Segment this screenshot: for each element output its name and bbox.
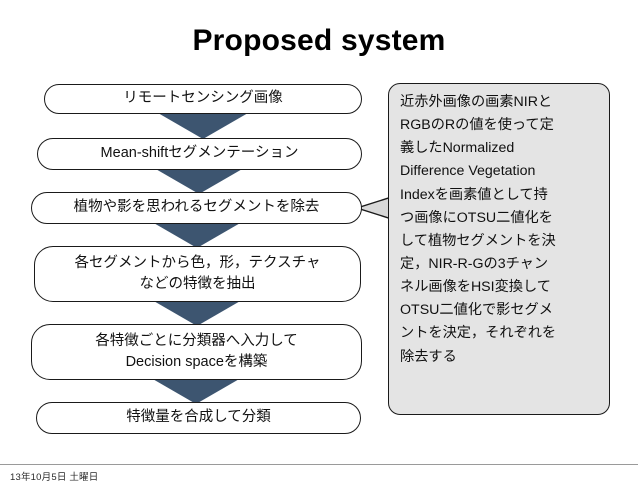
footer-date: 13年10月5日 土曜日 [10, 472, 99, 483]
flow-arrow-4 [152, 300, 242, 326]
note-line: ントを決定，それぞれを [400, 325, 557, 342]
flow-arrow-1 [158, 113, 248, 139]
footer-divider [0, 464, 638, 465]
flow-arrow-3 [152, 222, 242, 248]
flow-step-5: 各特徴ごとに分類器へ入力して Decision spaceを構築 [31, 324, 362, 380]
note-line: 近赤外画像の画素NIRと [400, 94, 553, 110]
flow-step-2-label: Mean-shiftセグメンテーション [100, 145, 299, 162]
flow-step-5-label: 各特徴ごとに分類器へ入力して Decision spaceを構築 [95, 332, 298, 370]
flow-step-3-label: 植物や影を思われるセグメントを除去 [73, 199, 320, 216]
note-line: して植物セグメントを決 [400, 232, 556, 249]
flow-step-2: Mean-shiftセグメンテーション [37, 138, 362, 170]
note-line: 除去する [400, 348, 457, 365]
flow-step-1-label: リモートセンシング画像 [123, 90, 283, 107]
flow-step-4: 各セグメントから色，形，テクスチャ などの特徴を抽出 [34, 246, 361, 302]
flow-step-6: 特徴量を合成して分類 [36, 402, 361, 434]
note-line: RGBのRの値を使って定 [400, 117, 554, 134]
note-line: つ画像にOTSU二値化を [400, 209, 553, 226]
flow-step-3: 植物や影を思われるセグメントを除去 [31, 192, 362, 224]
note-line: 義したNormalized [400, 140, 515, 157]
flow-arrow-2 [154, 168, 244, 194]
flow-step-4-label: 各セグメントから色，形，テクスチャ などの特徴を抽出 [74, 254, 321, 292]
note-line: Difference Vegetation [400, 163, 536, 180]
page-title: Proposed system [192, 24, 446, 57]
note-line: ネル画像をHSI変換して [400, 279, 551, 296]
flow-arrow-5 [151, 378, 241, 404]
flow-step-6-label: 特徴量を合成して分類 [126, 409, 271, 426]
flow-step-1: リモートセンシング画像 [44, 84, 362, 114]
note-line: Indexを画素値として持 [400, 186, 548, 203]
note-line: OTSU二値化で影セグメ [400, 302, 553, 319]
note-line: 定，NIR-R-Gの3チャン [400, 255, 549, 272]
